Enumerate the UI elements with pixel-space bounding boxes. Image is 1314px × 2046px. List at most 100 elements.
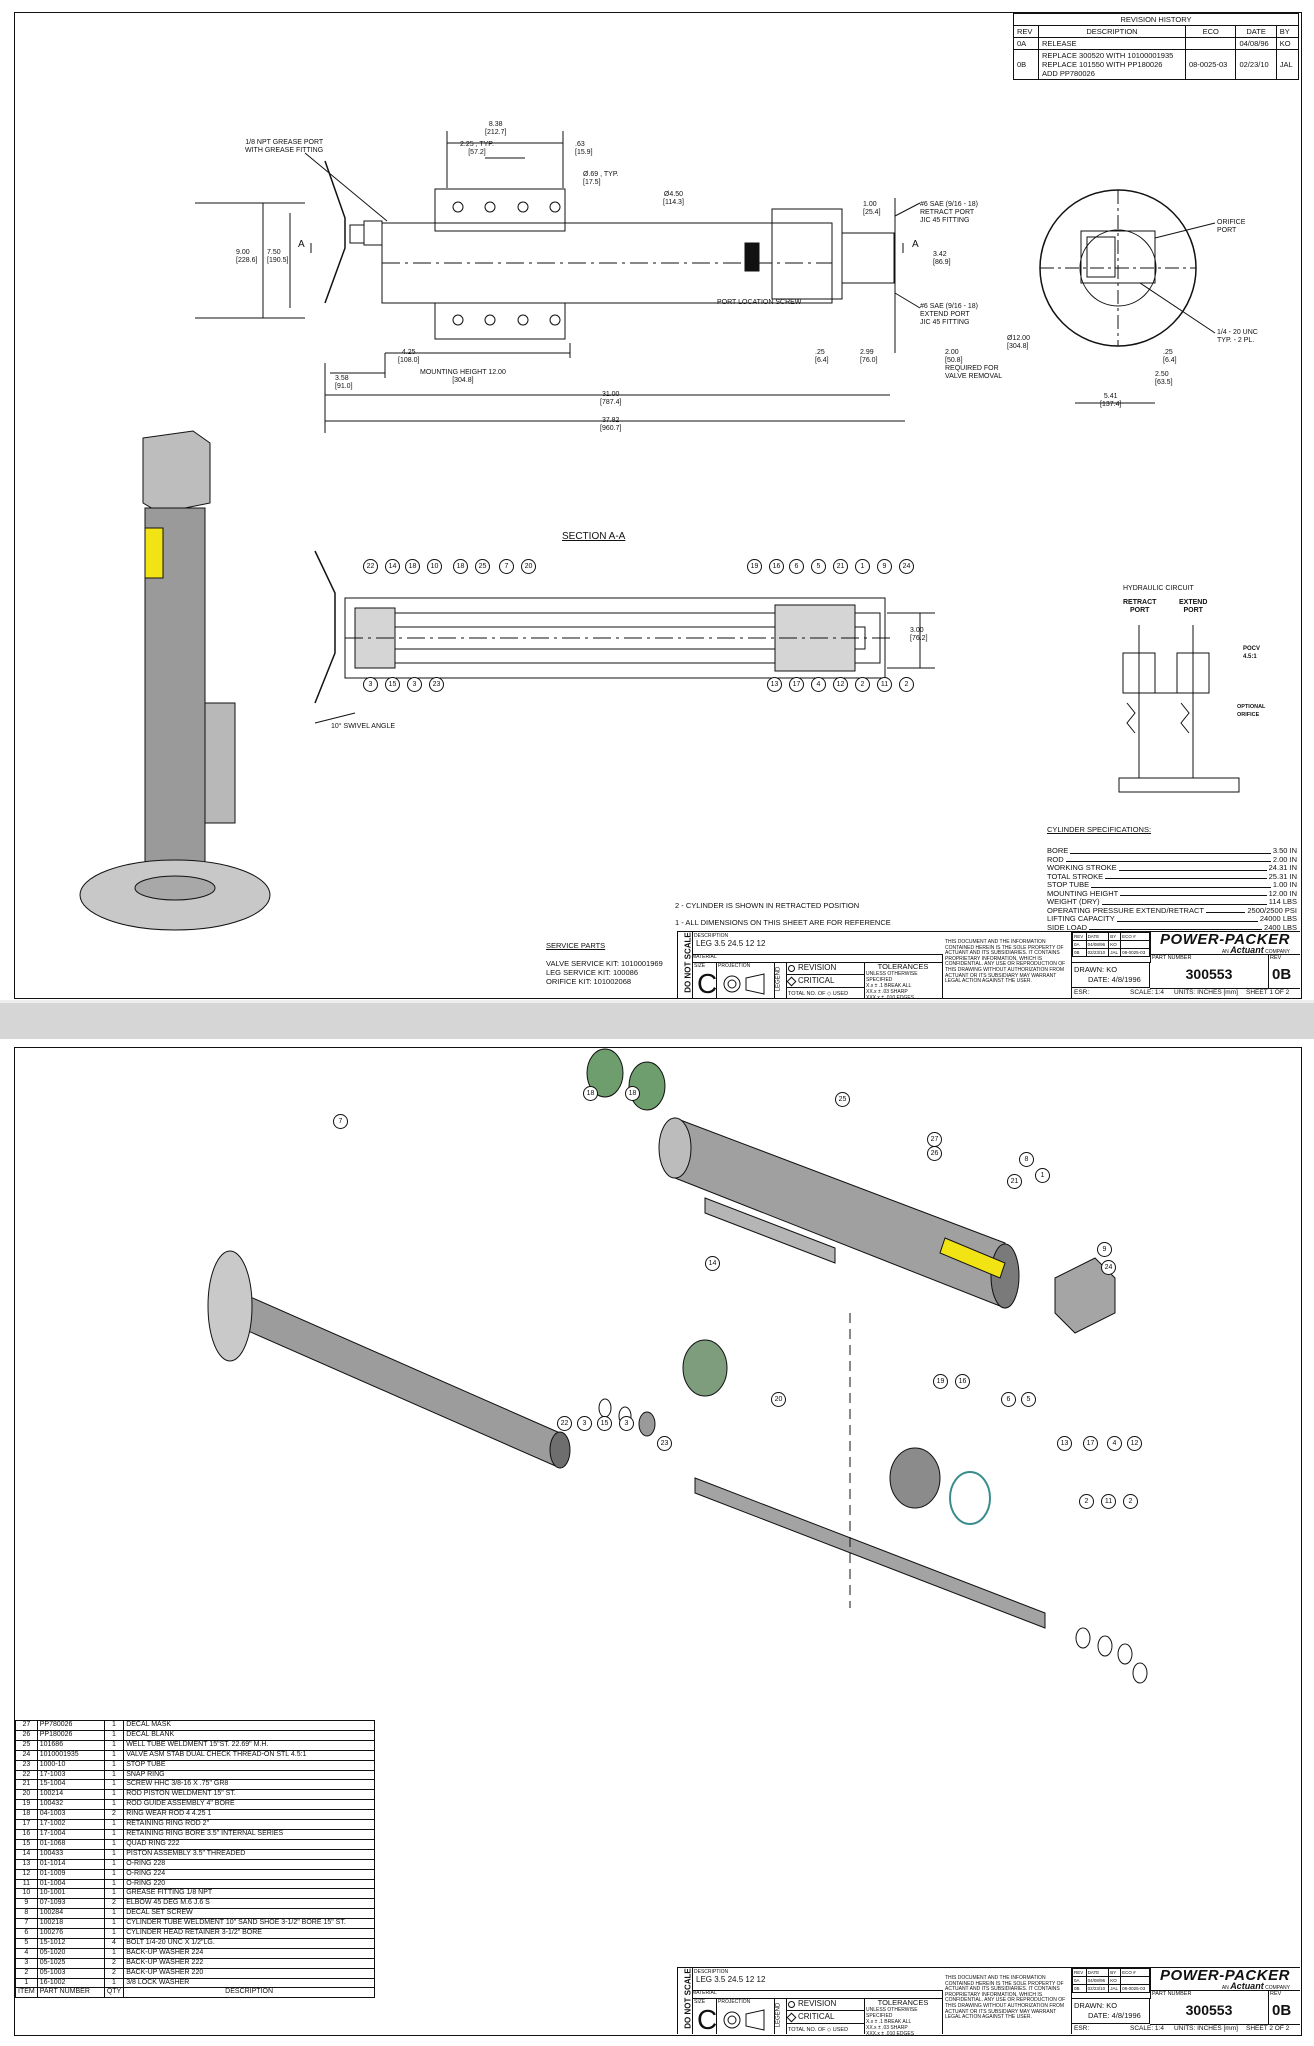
fitting-body [841, 232, 895, 284]
item-balloon: 6 [1001, 1392, 1016, 1407]
item-balloon: 22 [363, 559, 378, 574]
item-balloon: 2 [855, 677, 870, 692]
item-balloon: 4 [811, 677, 826, 692]
revision-history-table: REVISION HISTORY REV DESCRIPTION ECO DAT… [1013, 13, 1300, 80]
rod-piston-20 [694, 1477, 1046, 1629]
item-balloon: 15 [385, 677, 400, 692]
exploded-view [207, 1048, 1148, 1684]
tolerances-cell: TOLERANCES UNLESS OTHERWISE SPECIFIED X.… [864, 954, 943, 998]
hydraulic-circuit-diagram [1118, 625, 1240, 793]
item-balloon: 18 [405, 559, 420, 574]
item-balloon: 5 [1021, 1392, 1036, 1407]
leader-orifice [1154, 222, 1216, 239]
swivel-leader [314, 712, 356, 724]
leader-extend [894, 292, 921, 309]
item-balloon: 25 [835, 1092, 850, 1107]
oring-12 [1132, 1662, 1148, 1684]
confidentiality-notice: THIS DOCUMENT AND THE INFORMATION CONTAI… [942, 1968, 1072, 2034]
oring-17 [1097, 1635, 1113, 1657]
do-not-scale-label: DO NOT SCALE [678, 1968, 693, 2034]
item-balloon: 2 [1123, 1494, 1138, 1509]
sheet-separator [0, 1003, 1314, 1039]
item-balloon: 3 [407, 677, 422, 692]
third-angle-projection-icon [723, 2009, 765, 2031]
revision-critical-cell: REVISION CRITICAL TOTAL NO. OF ◇ USED [786, 1998, 865, 2034]
piston-14 [682, 1339, 728, 1397]
tolerances-cell: TOLERANCES UNLESS OTHERWISE SPECIFIED X.… [864, 1990, 943, 2035]
material-cell: MATERIAL [692, 1990, 942, 1999]
item-balloon: 14 [385, 559, 400, 574]
mount-bracket-top [434, 188, 566, 232]
rod-guide-19 [889, 1447, 941, 1509]
third-angle-projection-icon [723, 973, 765, 995]
item-balloon: 22 [557, 1416, 572, 1431]
leader-unc [1139, 282, 1216, 334]
sheet-separator-highlight [0, 1000, 1314, 1004]
item-balloon: 9 [1097, 1242, 1112, 1257]
mount-bracket-bottom [434, 302, 566, 340]
revision-critical-cell: REVISION CRITICAL TOTAL NO. OF ◇ USED [786, 962, 865, 998]
item-balloon: 24 [1101, 1260, 1116, 1275]
leader-grease [304, 152, 388, 222]
tube-end-view [1079, 229, 1157, 307]
drawing-notes: 2 - CYLINDER IS SHOWN IN RETRACTED POSIT… [675, 901, 891, 927]
isometric-leg-view [79, 430, 271, 931]
item-balloon: 16 [769, 559, 784, 574]
well-tube-25 [658, 1117, 1020, 1309]
item-balloon: 2 [899, 677, 914, 692]
foot-pad-section [314, 550, 336, 704]
oring-4 [1117, 1643, 1133, 1665]
item-balloon: 17 [789, 677, 804, 692]
item-balloon: 6 [789, 559, 804, 574]
cylinder-tube-7 [207, 1250, 571, 1469]
material-cell: MATERIAL [692, 954, 942, 963]
leader-retract [894, 202, 921, 217]
item-balloon: 25 [475, 559, 490, 574]
item-balloon: 2 [1079, 1494, 1094, 1509]
item-balloon: 13 [1057, 1436, 1072, 1451]
item-balloon: 1 [1035, 1168, 1050, 1183]
item-balloon: 20 [521, 559, 536, 574]
item-balloon: 7 [499, 559, 514, 574]
item-balloon: 18 [453, 559, 468, 574]
title-footer: ESR: SCALE: 1:4 UNITS: INCHES [mm] SHEET… [1074, 989, 1290, 996]
stop-tube-23 [638, 1411, 656, 1437]
item-balloon: 14 [705, 1256, 720, 1271]
spec-row: WEIGHT (DRY)114 LBS [1047, 897, 1297, 906]
drawing-sheet-2: 1018182527268211792414223153232019166513… [14, 1047, 1302, 2036]
company-logo: POWER-PACKER AN Actuant COMPANY [1150, 1968, 1300, 1991]
section-title: SECTION A-A [562, 531, 626, 542]
item-balloon: 20 [771, 1392, 786, 1407]
